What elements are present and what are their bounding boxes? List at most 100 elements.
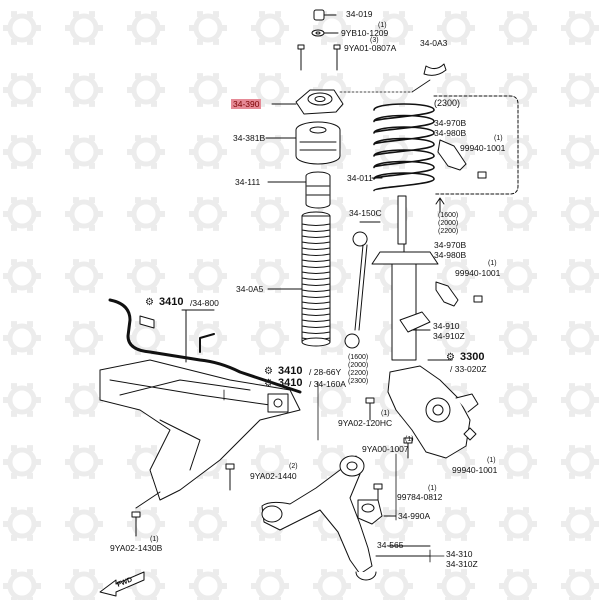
- watermark-logo-icon: [3, 445, 41, 479]
- section-ref-33-020z[interactable]: / 33-020Z: [450, 364, 487, 374]
- watermark-logo-icon: [3, 321, 41, 355]
- callout-9ya00-1007[interactable]: 9YA00-1007: [362, 444, 409, 454]
- callout-34-011[interactable]: 34-011: [347, 173, 373, 183]
- watermark-logo-icon: [127, 507, 165, 541]
- watermark-logo-icon: [499, 321, 537, 355]
- section-ref-28-66y[interactable]: / 28-66Y: [309, 367, 342, 377]
- callout-34-980b-top[interactable]: 34-980B: [434, 128, 467, 138]
- callout-34-970b-mid[interactable]: 34-970B: [434, 240, 467, 250]
- washer-part: [311, 29, 339, 37]
- watermark-logo-icon: [127, 73, 165, 107]
- callout-9yb10-1209[interactable]: 9YB10-1209: [341, 28, 389, 38]
- callout-34-910[interactable]: 34-910: [433, 321, 460, 331]
- watermark-logo-icon: [251, 445, 289, 479]
- callout-34-150c[interactable]: 34-150C: [349, 208, 382, 218]
- watermark-logo-icon: [499, 383, 537, 417]
- callout-34-565[interactable]: 34-565: [377, 540, 404, 550]
- callout-99940-1001-low[interactable]: 99940-1001: [452, 465, 498, 475]
- watermark-logo-icon: [189, 73, 227, 107]
- watermark-logo-icon: [127, 197, 165, 231]
- section-ref-3410-a[interactable]: 3410: [159, 296, 184, 308]
- callout-34-910z[interactable]: 34-910Z: [433, 331, 465, 341]
- stabilizer-link-part: [344, 221, 381, 349]
- gear-ref-icon: ⚙: [145, 297, 154, 308]
- strut-top-mount-part: [271, 89, 344, 115]
- variant-list-low: (1600) (2000) (2200) (2300): [348, 354, 369, 385]
- watermark-logo-icon: [561, 197, 599, 231]
- watermark-logo-icon: [3, 569, 41, 600]
- section-ref-3410-c[interactable]: 3410: [278, 377, 303, 389]
- watermark-logo-icon: [189, 197, 227, 231]
- watermark-logo-icon: [375, 445, 413, 479]
- steering-knuckle-part: [387, 359, 479, 459]
- callout-9ya02-1440[interactable]: 9YA02-1440: [250, 471, 297, 481]
- watermark-logo-icon: [3, 383, 41, 417]
- watermark-logo-icon: [561, 321, 599, 355]
- watermark-logo-icon: [3, 73, 41, 107]
- watermark-logo-icon: [65, 197, 103, 231]
- callout-99784-0812[interactable]: 99784-0812: [397, 492, 443, 502]
- callout-34-990a[interactable]: 34-990A: [398, 511, 431, 521]
- callout-34-0a3[interactable]: 34-0A3: [420, 38, 448, 48]
- section-ref-34-800[interactable]: /34-800: [190, 298, 219, 308]
- callout-9ya02-1430b[interactable]: 9YA02-1430B: [110, 543, 163, 553]
- watermark-logo-icon: [437, 11, 475, 45]
- watermark-logo-icon: [3, 197, 41, 231]
- hose-bracket-part: [435, 281, 483, 307]
- dust-boot-part: [267, 211, 331, 347]
- watermark-logo-icon: [499, 259, 537, 293]
- watermark-logo-icon: [3, 11, 41, 45]
- watermark-logo-icon: [561, 259, 599, 293]
- watermark-logo-icon: [561, 569, 599, 600]
- qty-99940-1001-mid: (1): [488, 260, 497, 267]
- watermark-logo-icon: [3, 135, 41, 169]
- watermark-logo-icon: [65, 135, 103, 169]
- watermark-logo-icon: [499, 569, 537, 600]
- callout-34-381b[interactable]: 34-381B: [233, 133, 266, 143]
- watermark-logo-icon: [251, 259, 289, 293]
- front-crossmember-part: [99, 359, 301, 501]
- callout-34-390-highlighted[interactable]: 34-390: [231, 99, 262, 109]
- watermark-logo-icon: [127, 11, 165, 45]
- section-ref-3300[interactable]: 3300: [460, 351, 485, 363]
- watermark-logo-icon: [437, 321, 475, 355]
- callout-34-970b-top[interactable]: 34-970B: [434, 118, 467, 128]
- callout-34-310[interactable]: 34-310: [446, 549, 473, 559]
- forward-direction-arrow: [99, 571, 145, 597]
- watermark-logo-icon: [251, 321, 289, 355]
- qty-9ya02-1440: (2): [289, 463, 298, 470]
- watermark-logo-icon: [375, 569, 413, 600]
- callout-34-0a5[interactable]: 34-0A5: [236, 284, 264, 294]
- qty-9yb10-1209: (1): [378, 22, 387, 29]
- watermark-logo-icon: [65, 445, 103, 479]
- callout-9ya01-0807a[interactable]: 9YA01-0807A: [344, 43, 397, 53]
- watermark-logo-icon: [65, 73, 103, 107]
- callout-34-111[interactable]: 34-111: [235, 177, 261, 187]
- watermark-logo-icon: [561, 11, 599, 45]
- gear-ref-icon: ⚙: [264, 378, 273, 389]
- watermark-logo-icon: [561, 135, 599, 169]
- watermark-logo-icon: [65, 321, 103, 355]
- watermark-logo-icon: [65, 569, 103, 600]
- callout-99940-1001-mid[interactable]: 99940-1001: [455, 268, 501, 278]
- watermark-logo-icon: [499, 11, 537, 45]
- callout-34-980b-mid[interactable]: 34-980B: [434, 250, 467, 260]
- callout-34-310z[interactable]: 34-310Z: [446, 559, 478, 569]
- variant-group-box: [433, 95, 519, 213]
- watermark-logo-icon: [375, 11, 413, 45]
- fastener-bolts: [131, 397, 477, 537]
- watermark-logo-icon: [313, 383, 351, 417]
- watermark-logo-icon: [251, 569, 289, 600]
- qty-9ya00-1007: (1): [405, 436, 414, 443]
- section-ref-3410-b[interactable]: 3410: [278, 365, 303, 377]
- nut-cap-part: [313, 9, 337, 21]
- callout-34-019[interactable]: 34-019: [346, 9, 373, 19]
- callout-99940-1001-top[interactable]: 99940-1001: [460, 143, 506, 153]
- watermark-logo-icon: [65, 507, 103, 541]
- callout-9ya02-120hc[interactable]: 9YA02-120HC: [338, 418, 393, 428]
- watermark-logo-icon: [127, 135, 165, 169]
- qty-9ya02-1430b: (1): [150, 536, 159, 543]
- watermark-logo-icon: [499, 507, 537, 541]
- section-ref-34-160a[interactable]: / 34-160A: [309, 379, 346, 389]
